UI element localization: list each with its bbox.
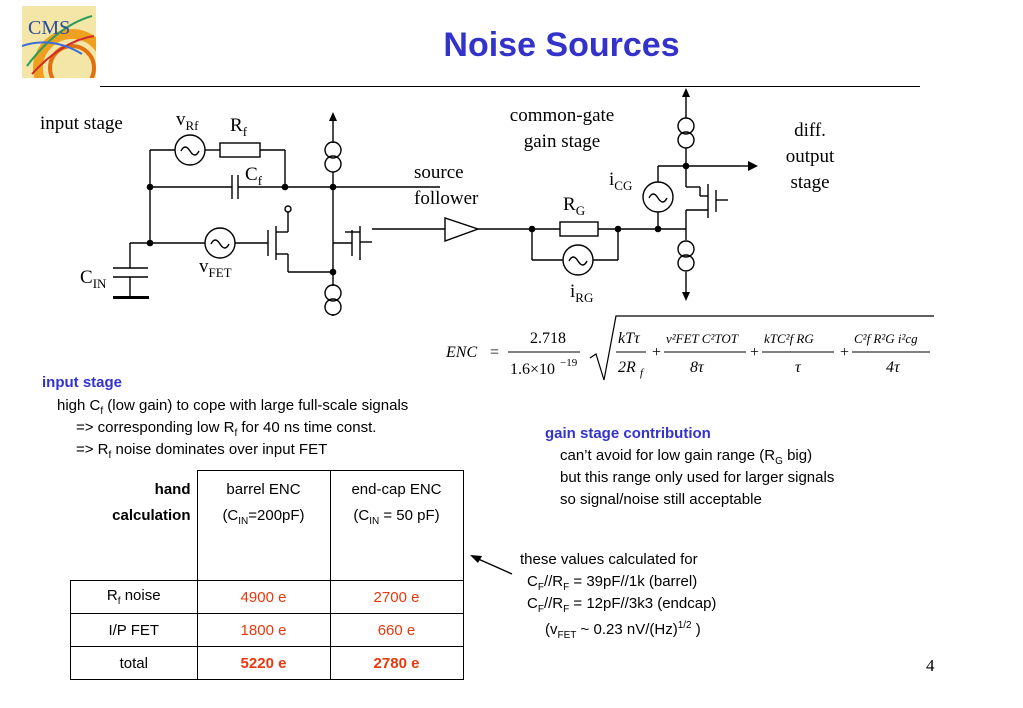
input-note-3: => Rf noise dominates over input FET [76,441,328,461]
eq-t4-num: C²f R²G i²cg [854,331,918,346]
row-label: I/P FET [70,613,198,647]
svg-text:+: + [840,344,849,361]
circuit-diagram [113,88,758,316]
eq-coef-num: 2.718 [530,330,566,347]
gain-note-3: so signal/noise still acceptable [560,491,762,508]
eq-t2-den: 8τ [690,359,705,376]
table-row: total 5220 e 2780 e [70,646,464,680]
endcap-value: 660 e [329,613,464,647]
values-note-1: these values calculated for [520,551,698,568]
irg-label: iRG [570,281,594,305]
input-note-2: => corresponding low Rf for 40 ns time c… [76,419,377,439]
row-label: total [70,646,198,680]
barrel-value: 1800 e [196,613,331,647]
gain-stage-heading: gain stage contribution [545,425,711,442]
eq-t4-den: 4τ [886,359,901,376]
eq-lhs: ENC [445,344,477,361]
pointer-arrow [470,555,513,575]
eq-t1-sub: f [640,367,645,379]
barrel-value: 4900 e [196,580,331,614]
rg-label: RG [563,194,586,218]
page-number: 4 [926,656,935,675]
values-note-3: CF//RF = 12pF//3k3 (endcap) [527,595,717,615]
vrf-label: vRf [176,109,199,133]
endcap-value: 2700 e [329,580,464,614]
cms-logo: CMS [22,6,96,78]
enc-equation: ENC = 2.718 1.6×10 −19 kTτ 2R f + v²FET … [445,315,934,381]
eq-t3-num: kTC²f RG [764,331,814,346]
rf-label: Rf [230,115,248,139]
values-note-2: CF//RF = 39pF//1k (barrel) [527,573,698,593]
endcap-header: end-cap ENC(CIN = 50 pF) [329,470,464,581]
svg-text:+: + [652,344,661,361]
svg-text:=: = [490,344,499,361]
endcap-value: 2780 e [329,646,464,680]
cin-label: CIN [80,267,107,291]
table-row: Rf noise 4900 e 2700 e [70,580,464,614]
values-note-4: (vFET ~ 0.23 nV/(Hz)1/2 ) [545,620,701,641]
input-note-1: high Cf (low gain) to cope with large fu… [57,397,409,417]
barrel-header: barrel ENC(CIN=200pF) [196,470,331,581]
cf-label: Cf [245,164,263,188]
eq-t1-num: kTτ [618,330,641,347]
page-title: Noise Sources [443,26,680,64]
eq-t1-den: 2R [618,359,636,376]
input-stage-heading: input stage [42,374,123,391]
eq-t2-num: v²FET C²TOT [666,331,739,346]
gain-note-1: can’t avoid for low gain range (RG big) [560,447,813,467]
logo-text: CMS [28,17,70,39]
eq-t3-den: τ [795,359,802,376]
eq-coef-exp: −19 [560,357,578,369]
table-row: I/P FET 1800 e 660 e [70,613,464,647]
gain-note-2: but this range only used for larger sign… [560,469,835,486]
row-label: Rf noise [70,580,198,614]
icg-label: iCG [609,169,633,193]
eq-coef-den: 1.6×10 [510,361,555,378]
barrel-value: 5220 e [196,646,331,680]
input-stage-label: input stage [40,113,123,134]
svg-text:+: + [750,344,759,361]
title-rule [100,86,920,87]
vfet-label: vFET [199,256,232,280]
